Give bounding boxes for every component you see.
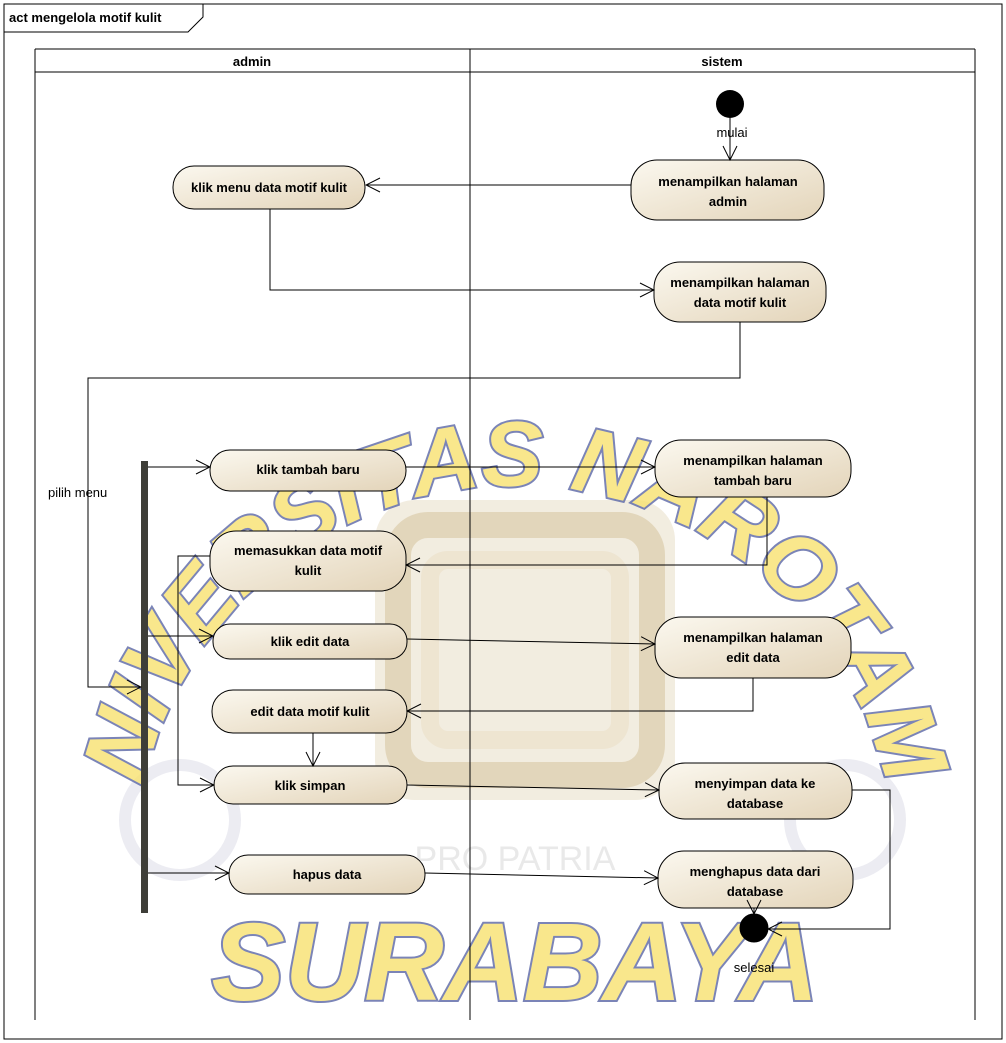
control-flows xyxy=(87,118,891,929)
flow-tambah-page-to-memasukkan xyxy=(406,497,768,565)
action-label-line1: menghapus data dari xyxy=(690,864,821,879)
flow-klik-menu-to-data-page xyxy=(269,209,654,290)
action-label: klik simpan xyxy=(275,778,346,793)
swimlanes xyxy=(34,48,976,1020)
action-klik-menu-data-motif-kulit: klik menu data motif kulit xyxy=(172,165,366,210)
action-label-line1: menampilkan halaman xyxy=(683,453,822,468)
lane-header-sistem: sistem xyxy=(701,54,742,69)
action-klik-tambah-baru: klik tambah baru xyxy=(209,449,407,492)
final-node xyxy=(739,913,769,943)
fork-label: pilih menu xyxy=(48,485,107,500)
start-label: mulai xyxy=(716,125,747,140)
action-label-line2: data motif kulit xyxy=(694,295,787,310)
action-menyimpan-data-ke-database: menyimpan data ke database xyxy=(658,762,853,820)
action-label-line1: menampilkan halaman xyxy=(658,174,797,189)
end-label: selesai xyxy=(734,960,775,975)
action-label-line1: memasukkan data motif xyxy=(234,543,383,558)
action-edit-data-motif-kulit: edit data motif kulit xyxy=(211,689,408,734)
flow-edit-page-to-edit-data xyxy=(407,678,754,711)
action-label: klik edit data xyxy=(271,634,351,649)
action-label: edit data motif kulit xyxy=(250,704,370,719)
watermark-shield xyxy=(375,500,675,800)
action-label-line2: database xyxy=(727,884,783,899)
action-label-line2: kulit xyxy=(295,563,322,578)
flow-klik-simpan-to-menyimpan xyxy=(406,785,659,790)
action-label-line2: database xyxy=(727,796,783,811)
action-label: klik tambah baru xyxy=(256,462,359,477)
action-label-line1: menampilkan halaman xyxy=(683,630,822,645)
flow-data-page-to-fork xyxy=(87,322,741,687)
action-menampilkan-halaman-edit-data: menampilkan halaman edit data xyxy=(654,616,852,679)
action-memasukkan-data-motif-kulit: memasukkan data motif kulit xyxy=(209,530,407,592)
action-label-line2: admin xyxy=(709,194,747,209)
action-label-line2: edit data xyxy=(726,650,780,665)
action-label: klik menu data motif kulit xyxy=(191,180,348,195)
flow-memasukkan-to-klik-simpan xyxy=(177,555,214,785)
action-label-line1: menyimpan data ke xyxy=(695,776,816,791)
action-label-line2: tambah baru xyxy=(714,473,792,488)
watermark-motto: PRO PATRIA xyxy=(415,840,616,878)
frame-title: act mengelola motif kulit xyxy=(9,10,162,25)
fork-bar xyxy=(141,461,148,913)
diagram-frame xyxy=(3,3,1003,1040)
watermark-ring-left xyxy=(119,759,241,881)
watermark-text-bottom: SURABAYA xyxy=(211,901,818,1024)
action-klik-simpan: klik simpan xyxy=(213,765,408,805)
flow-menyimpan-to-end xyxy=(768,789,891,929)
action-label-line1: menampilkan halaman xyxy=(670,275,809,290)
action-menghapus-data-dari-database: menghapus data dari database xyxy=(657,850,854,909)
action-menampilkan-halaman-data-motif-kulit: menampilkan halaman data motif kulit xyxy=(653,261,827,323)
flow-klik-edit-to-edit-page xyxy=(406,639,655,644)
action-menampilkan-halaman-tambah-baru: menampilkan halaman tambah baru xyxy=(654,439,852,498)
frame-title-tab xyxy=(3,4,204,33)
action-klik-edit-data: klik edit data xyxy=(212,623,408,660)
action-hapus-data: hapus data xyxy=(228,854,426,895)
flow-hapus-to-menghapus xyxy=(424,873,658,878)
initial-node xyxy=(716,90,744,118)
lane-header-admin: admin xyxy=(233,54,271,69)
action-label: hapus data xyxy=(293,867,362,882)
action-menampilkan-halaman-admin: menampilkan halaman admin xyxy=(630,159,825,221)
